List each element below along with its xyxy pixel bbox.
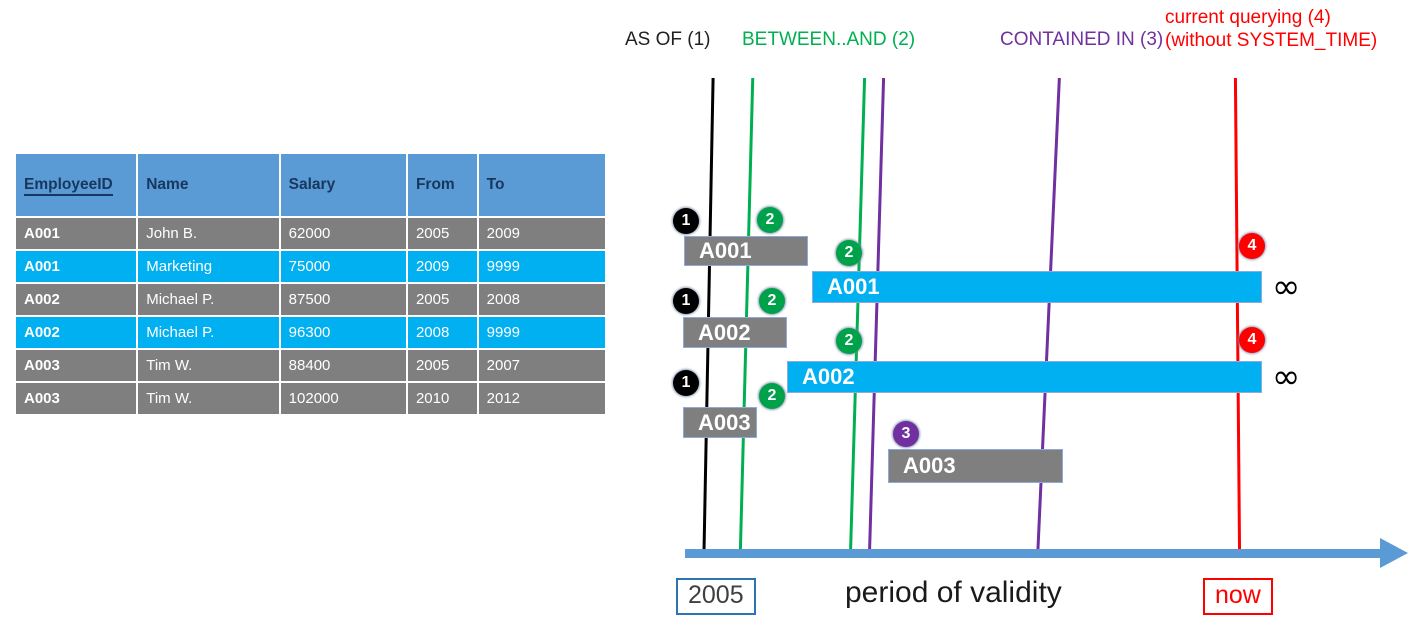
badge-2: 2 xyxy=(759,288,785,314)
time-axis xyxy=(685,549,1385,558)
table-header-row: EmployeeID Name Salary From To xyxy=(16,154,605,216)
cell-to: 2007 xyxy=(478,350,605,381)
legend-current-line2: (without SYSTEM_TIME) xyxy=(1165,30,1378,51)
table-row: A003 Tim W. 102000 2010 2012 xyxy=(16,383,605,414)
vline-as-of xyxy=(702,78,715,556)
cell-to: 2008 xyxy=(478,284,605,315)
cell-salary: 75000 xyxy=(280,251,406,282)
cell-salary: 96300 xyxy=(280,317,406,348)
employee-history-table: EmployeeID Name Salary From To A001 John… xyxy=(14,152,607,416)
table-row: A001 John B. 62000 2005 2009 xyxy=(16,218,605,249)
cell-salary: 87500 xyxy=(280,284,406,315)
cell-from: 2005 xyxy=(407,284,477,315)
badge-1: 1 xyxy=(673,288,699,314)
cell-employeeid: A002 xyxy=(16,284,137,315)
cell-employeeid: A001 xyxy=(16,218,137,249)
cell-name: John B. xyxy=(138,218,279,249)
cell-name: Tim W. xyxy=(138,383,279,414)
badge-2: 2 xyxy=(759,383,785,409)
cell-name: Tim W. xyxy=(138,350,279,381)
legend-current-line1: current querying (4) xyxy=(1165,7,1331,28)
cell-to: 2009 xyxy=(478,218,605,249)
timeline-bar-a002-current: A002 xyxy=(787,361,1262,393)
legend-current-querying: current querying (4) (without SYSTEM_TIM… xyxy=(1165,6,1377,52)
badge-2: 2 xyxy=(757,207,783,233)
column-header-from: From xyxy=(407,154,477,216)
table-row: A001 Marketing 75000 2009 9999 xyxy=(16,251,605,282)
timeline-bar-a001-historic: A001 xyxy=(684,236,808,266)
column-header-to-label: To xyxy=(486,176,505,193)
cell-from: 2009 xyxy=(407,251,477,282)
table-row: A002 Michael P. 96300 2008 9999 xyxy=(16,317,605,348)
infinity-icon: ∞ xyxy=(1272,267,1301,307)
cell-employeeid: A003 xyxy=(16,350,137,381)
axis-end-label: now xyxy=(1203,578,1273,615)
badge-2: 2 xyxy=(836,240,862,266)
vline-contained-end xyxy=(1036,78,1061,556)
cell-name: Michael P. xyxy=(138,284,279,315)
axis-start-label: 2005 xyxy=(676,578,756,615)
legend-between-and: BETWEEN..AND (2) xyxy=(742,29,916,50)
cell-from: 2005 xyxy=(407,350,477,381)
cell-employeeid: A003 xyxy=(16,383,137,414)
cell-from: 2010 xyxy=(407,383,477,414)
column-header-name-label: Name xyxy=(146,176,189,193)
axis-title: period of validity xyxy=(845,576,1062,609)
vline-contained-start xyxy=(867,78,886,556)
badge-2: 2 xyxy=(836,328,862,354)
cell-employeeid: A001 xyxy=(16,251,137,282)
legend-contained-in: CONTAINED IN (3) xyxy=(1000,29,1164,50)
cell-to: 9999 xyxy=(478,317,605,348)
cell-to: 9999 xyxy=(478,251,605,282)
column-header-employeeid: EmployeeID xyxy=(16,154,137,216)
badge-1: 1 xyxy=(673,370,699,396)
cell-name: Marketing xyxy=(138,251,279,282)
timeline-bar-a003-first: A003 xyxy=(683,407,757,438)
cell-to: 2012 xyxy=(478,383,605,414)
vline-between-start xyxy=(738,78,755,556)
time-axis-arrow-icon xyxy=(1380,538,1408,568)
column-header-salary-label: Salary xyxy=(288,176,336,193)
cell-salary: 62000 xyxy=(280,218,406,249)
badge-1: 1 xyxy=(673,208,699,234)
infinity-icon: ∞ xyxy=(1272,357,1301,397)
column-header-employeeid-label: EmployeeID xyxy=(24,176,113,196)
table-row: A003 Tim W. 88400 2005 2007 xyxy=(16,350,605,381)
badge-4: 4 xyxy=(1239,327,1265,353)
badge-3: 3 xyxy=(893,421,919,447)
timeline-bar-a002-historic: A002 xyxy=(683,317,787,348)
cell-salary: 102000 xyxy=(280,383,406,414)
cell-from: 2005 xyxy=(407,218,477,249)
badge-4: 4 xyxy=(1239,233,1265,259)
table-row: A002 Michael P. 87500 2005 2008 xyxy=(16,284,605,315)
cell-name: Michael P. xyxy=(138,317,279,348)
vline-between-end xyxy=(848,78,867,556)
column-header-from-label: From xyxy=(415,176,455,193)
cell-employeeid: A002 xyxy=(16,317,137,348)
vline-now xyxy=(1233,78,1242,556)
column-header-to: To xyxy=(478,154,605,216)
legend-as-of: AS OF (1) xyxy=(625,29,711,50)
timeline-bar-a001-current: A001 xyxy=(812,271,1262,303)
cell-salary: 88400 xyxy=(280,350,406,381)
timeline-bar-a003-second: A003 xyxy=(888,449,1063,483)
column-header-salary: Salary xyxy=(280,154,406,216)
column-header-name: Name xyxy=(138,154,279,216)
cell-from: 2008 xyxy=(407,317,477,348)
